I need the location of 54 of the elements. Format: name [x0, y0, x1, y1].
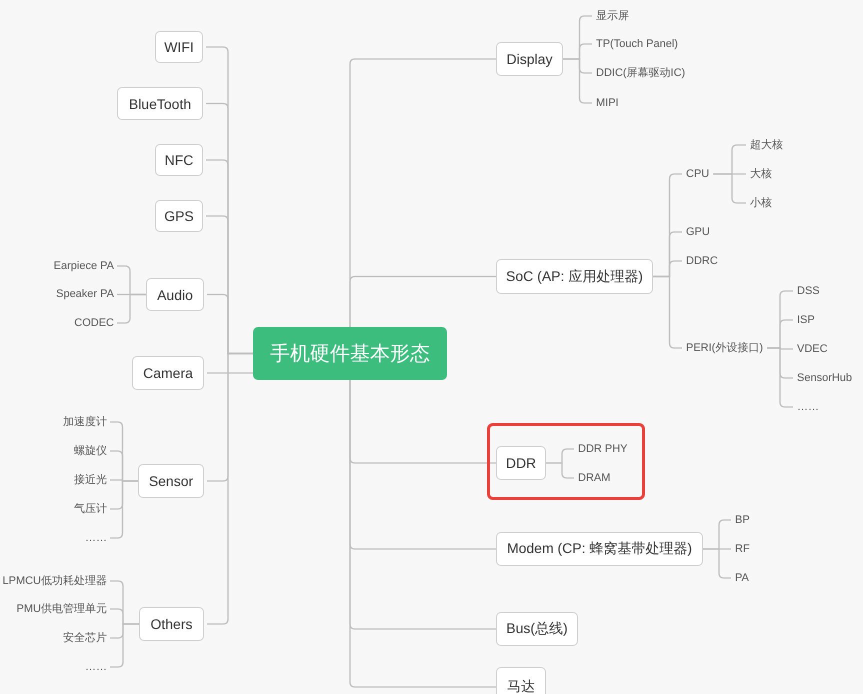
subtopic-label: Speaker PA: [56, 287, 114, 301]
subtopic-label: ……: [85, 660, 107, 674]
topic-box: Camera: [132, 356, 204, 390]
subtopic-label: GPU: [686, 225, 710, 239]
subtopic-label: Earpiece PA: [54, 259, 114, 273]
subtopic-label: RF: [735, 542, 750, 556]
topic-box: Audio: [146, 278, 204, 311]
connector-line: [349, 276, 496, 327]
subtopic-label: SensorHub: [797, 371, 852, 385]
subtopic-label: ISP: [797, 313, 815, 327]
subtopic-label: 小核: [750, 196, 772, 210]
topic-box: Modem (CP: 蜂窝基带处理器): [496, 532, 703, 566]
subtopic-label: DSS: [797, 284, 820, 298]
subtopic-label: 气压计: [74, 502, 107, 516]
topic-box: Bus(总线): [496, 612, 578, 646]
subtopic-label: CODEC: [74, 316, 114, 330]
subtopic-label: 螺旋仪: [74, 444, 107, 458]
topic-box: DDR: [496, 446, 546, 480]
subtopic-label: CPU: [686, 167, 710, 181]
connector-line: [713, 173, 746, 204]
topic-box: WIFI: [155, 31, 203, 63]
subtopic-label: DDR PHY: [578, 442, 628, 456]
central-topic-box: 手机硬件基本形态: [253, 327, 447, 380]
subtopic-label: ……: [797, 400, 819, 414]
connector-line: [207, 372, 253, 374]
subtopic-label: PA: [735, 571, 749, 585]
topic-box: Others: [139, 607, 204, 641]
topic-box: NFC: [155, 144, 203, 176]
topic-box: BlueTooth: [117, 87, 203, 120]
subtopic-label: BP: [735, 513, 750, 527]
topic-box: SoC (AP: 应用处理器): [496, 259, 653, 294]
subtopic-label: DRAM: [578, 471, 610, 485]
subtopic-label: ……: [85, 531, 107, 545]
subtopic-label: 安全芯片: [63, 631, 107, 645]
subtopic-label: PERI(外设接口): [686, 341, 763, 355]
subtopic-label: 接近光: [74, 473, 107, 487]
subtopic-label: 显示屏: [596, 9, 629, 23]
topic-box: GPS: [155, 200, 203, 232]
connector-line: [349, 380, 496, 688]
subtopic-label: TP(Touch Panel): [596, 37, 678, 51]
topic-box: 马达: [496, 667, 546, 694]
topic-box: Display: [496, 42, 563, 76]
subtopic-label: DDRC: [686, 254, 718, 268]
subtopic-label: LPMCU低功耗处理器: [2, 574, 107, 588]
subtopic-label: 超大核: [750, 138, 783, 152]
subtopic-label: PMU供电管理单元: [16, 602, 107, 616]
connector-line: [546, 462, 574, 479]
subtopic-label: 加速度计: [63, 415, 107, 429]
subtopic-label: 大核: [750, 167, 772, 181]
subtopic-label: MIPI: [596, 96, 619, 110]
subtopic-label: DDIC(屏幕驱动IC): [596, 66, 686, 80]
subtopic-label: VDEC: [797, 342, 828, 356]
topic-box: Sensor: [138, 464, 204, 498]
connector-line: [207, 352, 253, 625]
